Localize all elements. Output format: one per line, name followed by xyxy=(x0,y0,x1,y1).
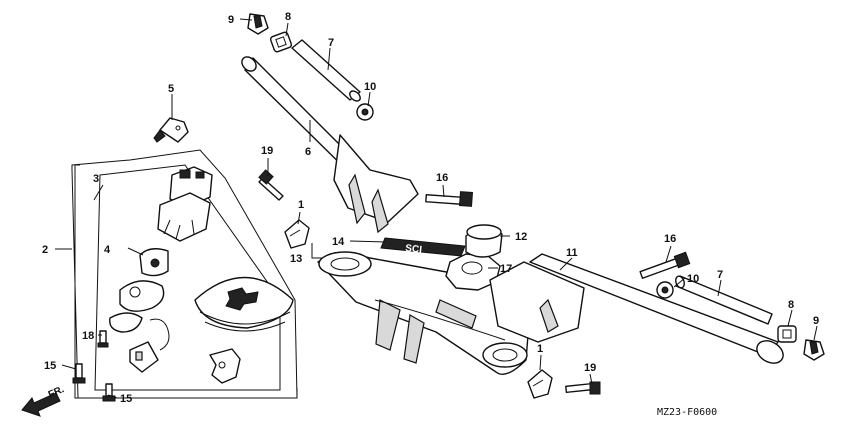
left-bar-end-weight xyxy=(269,31,293,53)
callout-13: 13 xyxy=(290,253,302,265)
callout-15-bottom: 15 xyxy=(120,393,132,405)
diagram-code: MZ23-F0600 xyxy=(657,407,717,418)
callout-14: 14 xyxy=(332,236,345,248)
ignition-switch-assembly-box xyxy=(71,149,298,399)
callout-9-right: 9 xyxy=(813,315,819,327)
callout-11: 11 xyxy=(566,247,578,259)
callout-1-left: 1 xyxy=(298,199,304,211)
callout-17: 17 xyxy=(500,263,512,275)
left-end-cap xyxy=(247,13,269,35)
left-weight-shaft xyxy=(291,39,361,102)
callout-15-left: 15 xyxy=(44,360,56,372)
right-cable-guide xyxy=(527,369,553,399)
callout-10-left: 10 xyxy=(364,81,376,93)
right-end-cap xyxy=(803,339,825,361)
callout-18: 18 xyxy=(82,330,94,342)
right-bar-end-weight xyxy=(777,325,797,343)
callout-9-left: 9 xyxy=(228,14,234,26)
screws-15-18 xyxy=(72,330,116,402)
leader-lines xyxy=(55,18,818,399)
stem-nut-cover xyxy=(194,276,294,332)
callout-6: 6 xyxy=(305,146,311,158)
mounting-clip xyxy=(209,348,241,384)
lower-pinch-bolt xyxy=(639,251,691,279)
callout-10-right: 10 xyxy=(687,273,699,285)
callout-8-right: 8 xyxy=(788,299,794,311)
right-clamp-bolt xyxy=(565,381,601,395)
ignition-key-cylinder xyxy=(109,248,170,373)
callout-5: 5 xyxy=(168,83,174,95)
right-handlebar xyxy=(489,253,784,364)
callout-4: 4 xyxy=(104,244,111,256)
left-cable-guide xyxy=(284,219,310,249)
right-weight-shaft xyxy=(675,275,773,325)
top-bridge-emblem: SCI xyxy=(380,237,466,257)
front-direction-label: FR. xyxy=(47,384,66,401)
callout-12: 12 xyxy=(515,231,527,243)
callout-7-left: 7 xyxy=(328,37,334,49)
left-handlebar xyxy=(241,56,419,234)
upper-pinch-bolt xyxy=(425,191,474,207)
ignition-switch-body xyxy=(157,166,213,242)
callout-labels: 9 8 7 10 5 6 19 1 3 4 2 18 15 15 16 14 1… xyxy=(42,11,819,405)
callout-16-lower: 16 xyxy=(664,233,676,245)
callout-7-right: 7 xyxy=(717,269,723,281)
callout-1-right: 1 xyxy=(537,343,543,355)
callout-8-left: 8 xyxy=(285,11,291,23)
front-direction-arrow: FR. xyxy=(21,384,66,417)
callout-19-right: 19 xyxy=(584,362,596,374)
callout-16-upper: 16 xyxy=(436,172,448,184)
ignition-key xyxy=(153,117,189,143)
stem-nut-cap xyxy=(465,224,503,258)
left-clamp-bolt xyxy=(258,169,284,201)
callout-3: 3 xyxy=(93,173,99,185)
callout-2: 2 xyxy=(42,244,48,256)
svg-text:SCI: SCI xyxy=(405,243,423,256)
right-rubber-nut xyxy=(656,281,674,299)
callout-19-left: 19 xyxy=(261,145,273,157)
left-rubber-nut xyxy=(356,103,374,121)
